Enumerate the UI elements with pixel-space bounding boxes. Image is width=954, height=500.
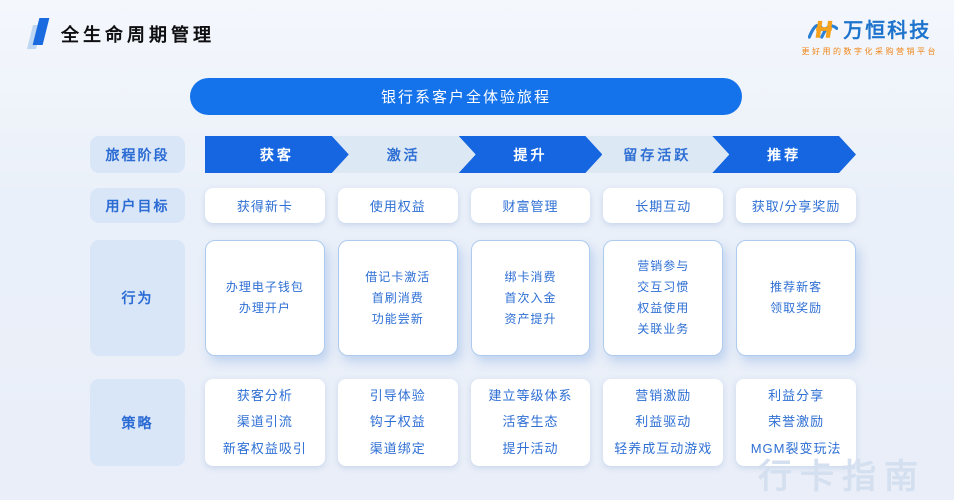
goal-box: 财富管理 [470, 188, 591, 223]
company-logo: 万恒科技 更好用的数字化采购营销平台 [802, 14, 939, 57]
row-label-strategy: 策略 [90, 379, 185, 466]
logo-name: 万恒科技 [843, 20, 932, 42]
title-slash-icon [27, 18, 50, 50]
goal-box: 使用权益 [337, 188, 458, 223]
stage-arrow-acquire: 获客 [205, 136, 349, 173]
row-user-goals: 用户目标 获得新卡 使用权益 财富管理 长期互动 获取/分享奖励 [90, 188, 856, 223]
strategy-card: 建立等级体系 活客生态 提升活动 [470, 379, 591, 466]
row-strategy: 策略 获客分析 渠道引流 新客权益吸引 引导体验 钩子权益 渠道绑定 建立等级体… [90, 379, 856, 466]
journey-grid: 旅程阶段 获客 激活 提升 留存活跃 推荐 用户目标 获得新卡 使用权益 财富管… [90, 136, 856, 466]
title-block: 全生命周期管理 [27, 18, 215, 50]
behavior-cards: 办理电子钱包 办理开户 借记卡激活 首刷消费 功能尝新 绑卡消费 首次入金 资产… [205, 240, 856, 356]
row-behavior: 行为 办理电子钱包 办理开户 借记卡激活 首刷消费 功能尝新 绑卡消费 首次入金… [90, 240, 856, 356]
behavior-card: 借记卡激活 首刷消费 功能尝新 [337, 240, 458, 356]
stage-arrow-improve: 提升 [459, 136, 603, 173]
strategy-cards: 获客分析 渠道引流 新客权益吸引 引导体验 钩子权益 渠道绑定 建立等级体系 活… [205, 379, 856, 466]
strategy-card: 利益分享 荣誉激励 MGM裂变玩法 [736, 379, 856, 466]
stage-arrow-recommend: 推荐 [712, 136, 856, 173]
goal-box: 获得新卡 [205, 188, 325, 223]
stage-arrows: 获客 激活 提升 留存活跃 推荐 [205, 136, 856, 173]
row-label-stage: 旅程阶段 [90, 136, 185, 173]
goal-box: 长期互动 [603, 188, 724, 223]
goal-boxes: 获得新卡 使用权益 财富管理 长期互动 获取/分享奖励 [205, 188, 856, 223]
row-label-goals: 用户目标 [90, 188, 185, 223]
goal-box: 获取/分享奖励 [736, 188, 856, 223]
page-title: 全生命周期管理 [61, 25, 215, 45]
behavior-card: 推荐新客 领取奖励 [736, 240, 856, 356]
stage-arrow-activate: 激活 [332, 136, 476, 173]
strategy-card: 引导体验 钩子权益 渠道绑定 [337, 379, 458, 466]
row-label-behavior: 行为 [90, 240, 185, 356]
behavior-card: 营销参与 交互习惯 权益使用 关联业务 [603, 240, 724, 356]
row-journey-stage: 旅程阶段 获客 激活 提升 留存活跃 推荐 [90, 136, 856, 173]
wanheng-h-logo-icon [808, 20, 839, 39]
strategy-card: 营销激励 利益驱动 轻养成互动游戏 [603, 379, 724, 466]
behavior-card: 办理电子钱包 办理开户 [205, 240, 325, 356]
strategy-card: 获客分析 渠道引流 新客权益吸引 [205, 379, 325, 466]
watermark: 行卡指南 [758, 458, 926, 496]
logo-tagline: 更好用的数字化采购营销平台 [801, 47, 938, 56]
header: 全生命周期管理 万恒科技 更好用的数字化采购营销平台 [27, 10, 939, 57]
stage-arrow-retain: 留存活跃 [585, 136, 729, 173]
journey-banner: 银行系客户全体验旅程 [190, 78, 742, 115]
behavior-card: 绑卡消费 首次入金 资产提升 [470, 240, 591, 356]
